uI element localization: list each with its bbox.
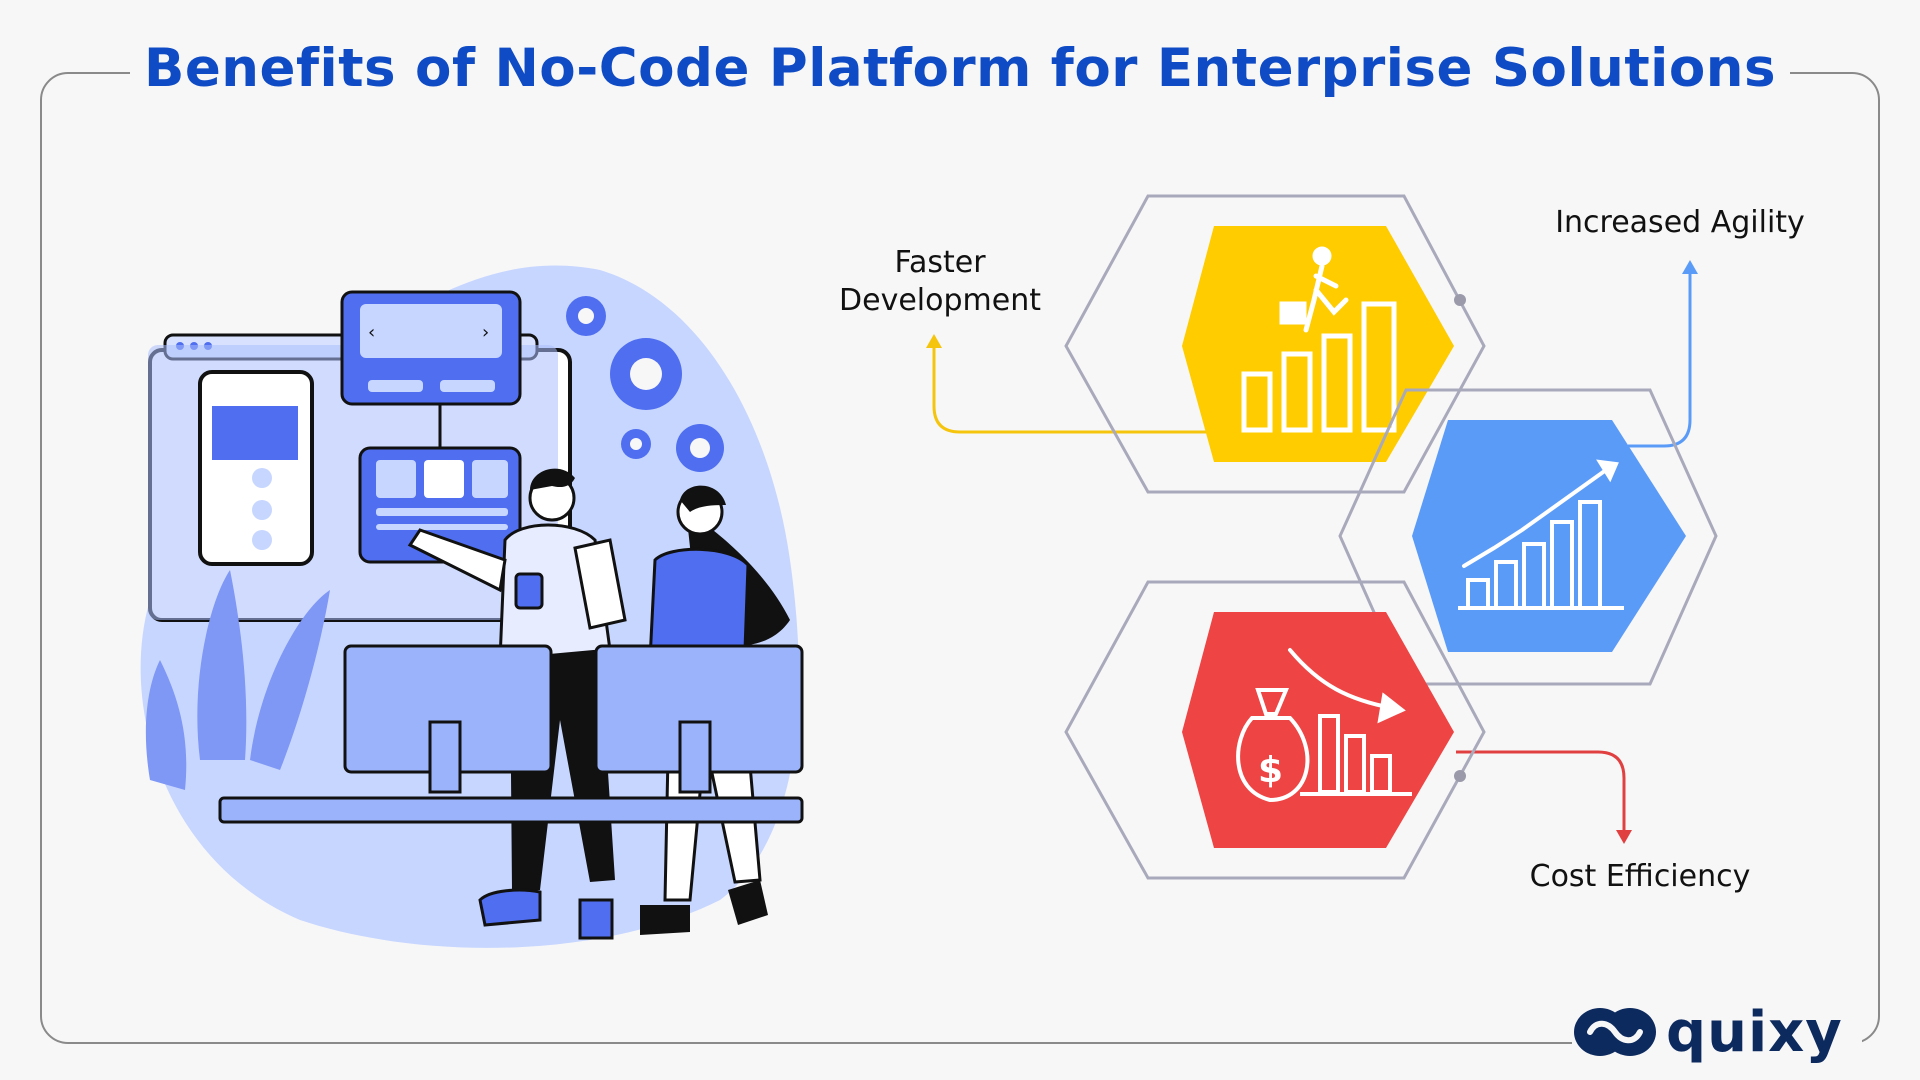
quixy-logo: quixy (1572, 994, 1862, 1070)
connector-increased-agility (1628, 272, 1692, 448)
page-title-text: Benefits of No-Code Platform for Enterpr… (129, 38, 1791, 99)
label-faster-line2: Development (839, 282, 1041, 318)
arrow-up-agility (1682, 260, 1698, 274)
plant-leaves (145, 570, 330, 790)
arrow-down-cost (1616, 830, 1632, 844)
desk (218, 796, 804, 824)
rising-bar-chart-icon (1458, 459, 1624, 610)
team-illustration: ‹ › (140, 265, 804, 948)
infinity-logo-icon (1574, 1008, 1656, 1056)
svg-text:$: $ (1258, 750, 1283, 791)
climbing-bar-chart-icon (1241, 246, 1397, 433)
svg-text:›: › (482, 322, 489, 343)
label-increased-agility: Increased Agility (1555, 205, 1805, 240)
gear-icon (566, 296, 724, 472)
arrow-up-faster (926, 334, 942, 348)
man-figure (407, 468, 615, 940)
label-faster-development: Faster Development (810, 244, 1070, 319)
svg-text:‹: ‹ (368, 322, 375, 343)
connector-cost-efficiency (1456, 750, 1626, 832)
hexagon-fill-yellow (1182, 226, 1454, 462)
hexagon-fill-blue (1412, 420, 1686, 652)
hexagon-increased-agility (1338, 388, 1718, 686)
label-faster-line1: Faster (894, 245, 986, 280)
label-cost-efficiency: Cost Efficiency (1529, 859, 1751, 894)
money-bag-declining-chart-icon: $ (1236, 648, 1412, 803)
page-title: Benefits of No-Code Platform for Enterpr… (0, 38, 1920, 99)
hexagon-faster-development (1064, 194, 1486, 494)
connector-faster-development (932, 346, 1232, 434)
brand-name: quixy (1666, 999, 1843, 1065)
hexagon-cost-efficiency: $ (1064, 580, 1486, 880)
